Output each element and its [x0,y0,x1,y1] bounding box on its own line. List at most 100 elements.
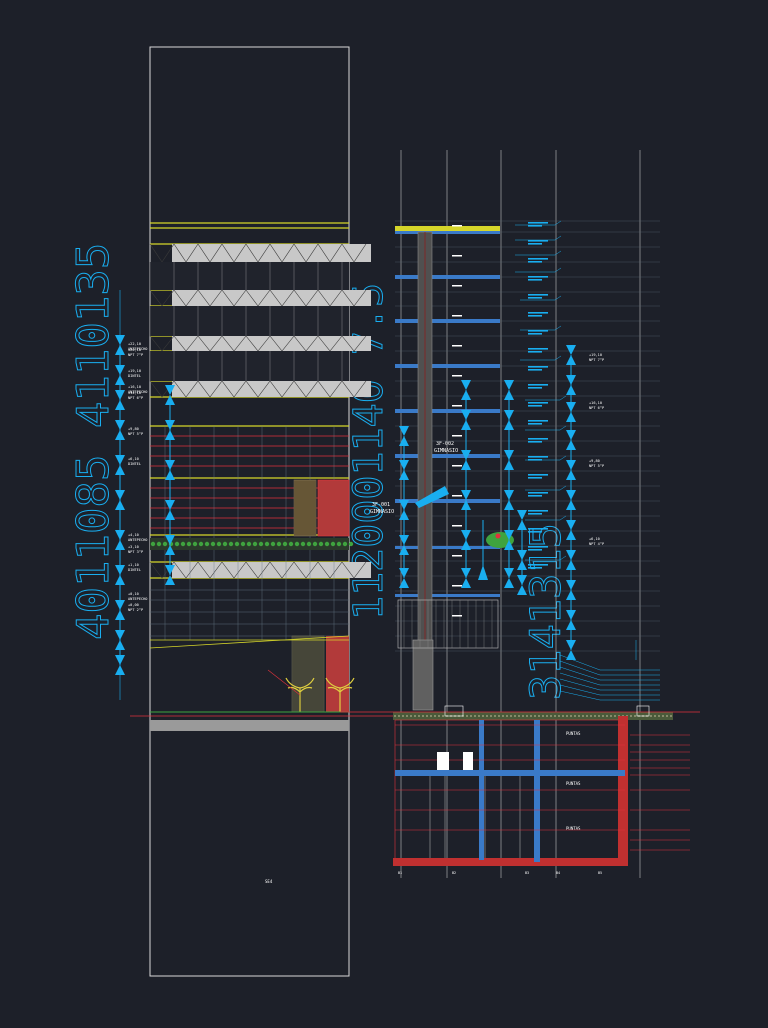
level-label-left: ANTEPECHO [128,538,147,542]
room-sub-2: GIMNASIO [370,509,394,515]
gravel [406,715,408,717]
leader-line [559,455,567,461]
dimension-chain-center-3-arrow [504,568,514,578]
dimension-chain-center-4-arrow [517,550,527,560]
plant [342,541,348,547]
dimension-chain-center-4-arrow [517,575,527,585]
plant [276,541,282,547]
plant [162,541,168,547]
red-facade-block-lower [326,636,349,712]
dimension-chain-right-arrow [566,650,576,660]
level-label-left: +19,10 [128,369,141,373]
gravel [614,715,616,717]
basement-label-1: PUNTAS [566,731,581,736]
annotation-stub [528,225,542,227]
gravel [490,715,492,717]
annotation-stub [528,567,542,569]
level-tag [452,225,462,227]
level-label-right: +16,10 [589,401,602,405]
annotation-stub [528,330,548,332]
plant [150,541,156,547]
basement-slab [395,770,625,776]
level-tag [452,525,462,527]
level-label-left: +1,10 [128,563,139,567]
dimension-chain-center-3-arrow [504,380,514,390]
retaining-wall [618,716,628,866]
annotation-stub [528,333,542,335]
dimension-chain-center-arrow [399,436,409,446]
level-label-left: DINTEL [128,374,141,378]
level-tag [452,285,462,287]
annotation-stub [528,546,548,548]
floor-slab [395,275,500,279]
gravel [554,715,556,717]
panel-pattern [245,561,271,579]
plant [258,541,264,547]
dimension-chain-center-3-arrow [504,530,514,540]
annotation-stub [528,438,548,440]
floor-slab [395,230,500,234]
dimension-chain-left-2-arrow [165,545,175,555]
gravel [590,715,592,717]
level-label-left: NPT 2°P [128,608,143,612]
level-label-left: +3,10 [128,545,139,549]
plant [204,541,210,547]
dimension-chain-right-arrow [566,355,576,365]
skylight [444,705,464,717]
dimension-chain-right-arrow [566,385,576,395]
panel-pattern [197,561,223,579]
dimension-chain-center-2-arrow [461,390,471,400]
gravel [478,715,480,717]
gravel [398,715,400,717]
drawing-linework [115,150,700,878]
leader-line [554,250,562,256]
gravel [514,715,516,717]
dimension-chain-center-4-arrow [517,520,527,530]
gravel [466,715,468,717]
panel-pattern [341,335,367,352]
annotation-stub [528,459,542,461]
dimension-chain-center-3-arrow [504,410,514,420]
gravel [442,715,444,717]
room-label-2: 3F-001 [372,502,390,508]
dimension-chain-center-4-arrow [517,510,527,520]
annotation-stub [528,387,542,389]
gravel [474,715,476,717]
dimension-chain-center-2-arrow [461,380,471,390]
level-label-right: +9,80 [589,459,600,463]
gravel [518,715,520,717]
annotation-stub [528,477,542,479]
gravel [542,715,544,717]
room-label-1: 3F-002 [436,441,454,447]
dimension-chain-right-arrow [566,500,576,510]
dimension-chain-right-arrow [566,620,576,630]
gravel [574,715,576,717]
tree-symbol [285,677,315,712]
plant [300,541,306,547]
roof-slab [395,226,500,231]
level-label-left: +0,00 [128,603,139,607]
panel-pattern [221,380,247,398]
gravel [670,715,672,717]
dimension-chain-center-3-arrow [504,540,514,550]
plant [186,541,192,547]
leader-line [559,672,660,686]
level-tag [452,375,462,377]
gravel [602,715,604,717]
dimension-chain-right-arrow [566,430,576,440]
gravel [630,715,632,717]
level-label-left: +20,10 [128,348,141,352]
level-label-left: ANTEPECHO [128,347,147,351]
annotation-stub [528,348,548,350]
leader-line [554,220,562,226]
gravel [662,715,664,717]
dimension-chain-center-3-arrow [504,490,514,500]
level-tag [452,345,462,347]
panel-pattern [317,380,343,398]
plant [318,541,324,547]
dimension-chain-center-2-arrow [461,500,471,510]
level-label-left: +6,10 [128,457,139,461]
dimension-chain-center-arrow [399,510,409,520]
panel-pattern [341,289,367,307]
level-label-left: NPT 7°P [128,353,143,357]
